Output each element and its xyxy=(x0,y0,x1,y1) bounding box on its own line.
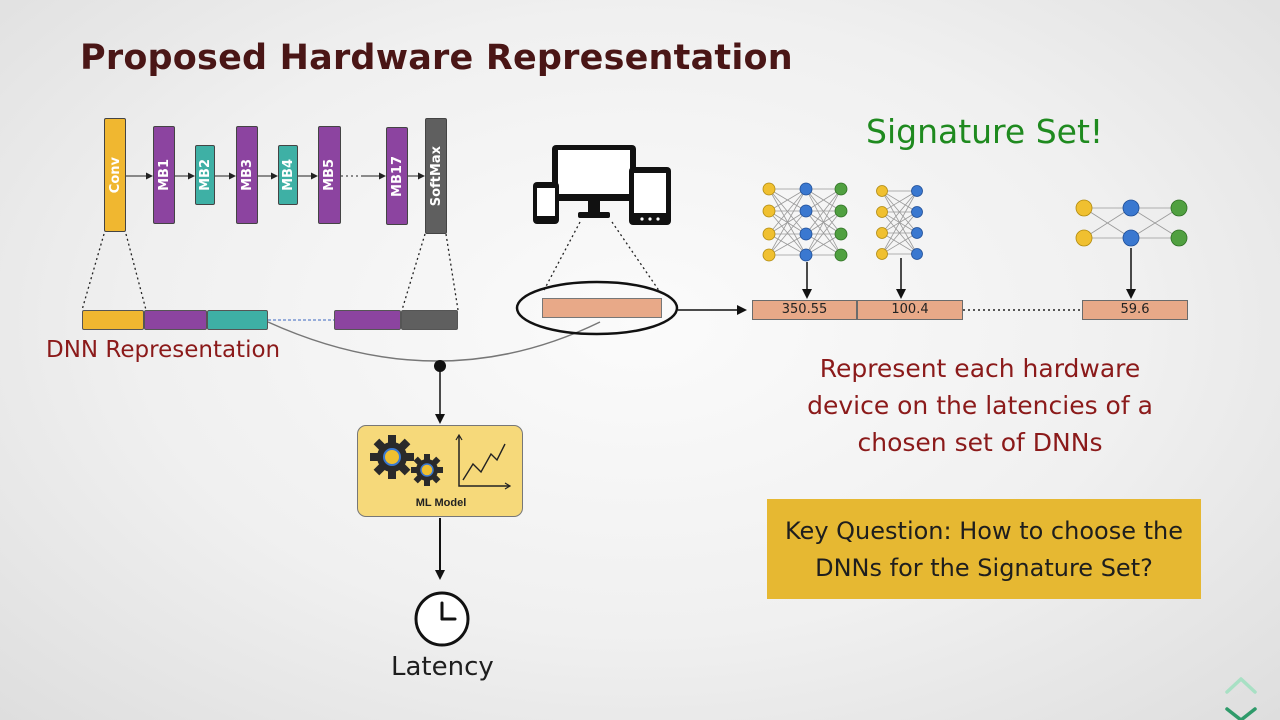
devices-icon xyxy=(533,145,671,225)
represent-line-1: Represent each hardware xyxy=(819,354,1141,383)
latency-value-3: 59.6 xyxy=(1082,300,1188,320)
layer-conv: Conv xyxy=(104,118,126,232)
key-question-box: Key Question: How to choose the DNNs for… xyxy=(767,499,1201,599)
latency-value-1: 350.55 xyxy=(752,300,857,320)
repr-seg-conv xyxy=(82,310,144,330)
key-question-line-2: DNNs for the Signature Set? xyxy=(815,554,1153,582)
layer-softmax: SoftMax xyxy=(425,118,447,234)
layer-mb4: MB4 xyxy=(278,145,298,205)
represent-description: Represent each hardware device on the la… xyxy=(790,350,1170,461)
repr-seg-mb2 xyxy=(207,310,268,330)
repr-seg-softmax xyxy=(401,310,458,330)
layer-mb1: MB1 xyxy=(153,126,175,224)
line-chart-icon xyxy=(455,434,511,490)
represent-line-3: chosen set of DNNs xyxy=(857,428,1103,457)
dnn-representation-label: DNN Representation xyxy=(46,337,281,363)
latency-value-2: 100.4 xyxy=(857,300,963,320)
ml-model-box: ML Model xyxy=(357,425,523,517)
gears-icon xyxy=(370,435,443,486)
neural-network-icon xyxy=(762,182,848,262)
repr-seg-mb1 xyxy=(144,310,207,330)
neural-network-icon xyxy=(876,185,923,260)
slide-title: Proposed Hardware Representation xyxy=(80,38,793,78)
hardware-vector xyxy=(542,298,662,318)
neural-network-icon xyxy=(1075,199,1188,247)
repr-seg-mb17 xyxy=(334,310,401,330)
latency-label: Latency xyxy=(391,652,494,682)
chevron-up-icon[interactable] xyxy=(1222,672,1262,720)
key-question-line-1: Key Question: How to choose the xyxy=(785,517,1183,545)
represent-line-2: device on the latencies of a xyxy=(807,391,1153,420)
chevron-down-icon[interactable] xyxy=(1222,700,1262,720)
layer-mb3: MB3 xyxy=(236,126,258,224)
clock-icon xyxy=(414,591,470,647)
layer-mb2: MB2 xyxy=(195,145,215,205)
layer-mb5: MB5 xyxy=(318,126,341,224)
layer-mb17: MB17 xyxy=(386,127,408,225)
ml-model-label: ML Model xyxy=(415,497,467,509)
signature-set-title: Signature Set! xyxy=(866,112,1104,151)
